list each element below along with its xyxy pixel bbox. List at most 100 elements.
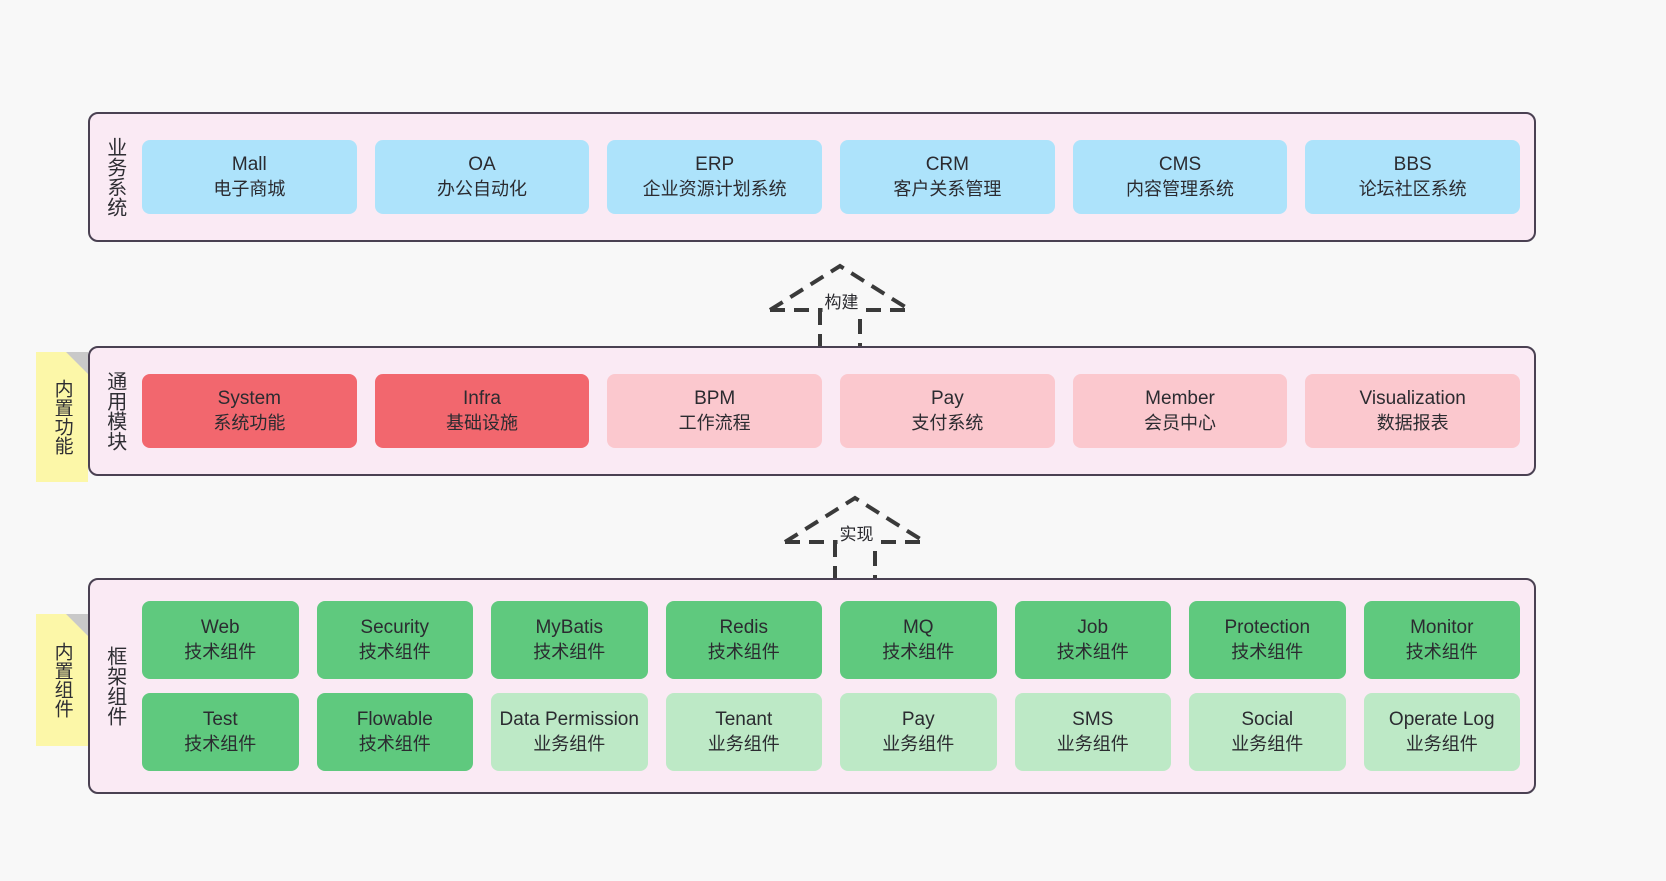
layer-row: System 系统功能 Infra 基础设施 BPM 工作流程 Pay 支付系统…: [142, 374, 1521, 448]
layer-row: Web 技术组件 Security 技术组件 MyBatis 技术组件 Redi…: [142, 601, 1520, 679]
module-title: Pay: [930, 387, 964, 409]
layer-body-business-system: Mall 电子商城 OA 办公自动化 ERP 企业资源计划系统 CRM 客户关系…: [138, 114, 1534, 240]
connector-label-implement: 实现: [837, 520, 876, 545]
module-card-system[interactable]: System 系统功能: [142, 374, 357, 448]
note-text: 内置功能: [51, 379, 73, 455]
module-subtitle: 业务组件: [1056, 733, 1129, 754]
module-subtitle: 客户关系管理: [893, 178, 1002, 199]
note-text: 内置组件: [51, 642, 73, 718]
module-subtitle: 技术组件: [358, 641, 431, 662]
module-title: Job: [1077, 616, 1109, 638]
module-card-flowable[interactable]: Flowable 技术组件: [316, 693, 473, 771]
module-card-web[interactable]: Web 技术组件: [142, 601, 299, 679]
layer-common-module[interactable]: 通用模块 System 系统功能 Infra 基础设施 BPM 工作流程 Pay…: [88, 346, 1536, 476]
module-card-security[interactable]: Security 技术组件: [316, 601, 473, 679]
module-subtitle: 数据报表: [1376, 412, 1449, 433]
layer-title-business-system: 业务系统: [103, 137, 126, 217]
module-title: Visualization: [1359, 387, 1466, 409]
module-card-operate-log[interactable]: Operate Log 业务组件: [1363, 693, 1520, 771]
module-subtitle: 基础设施: [446, 412, 518, 433]
module-subtitle: 系统功能: [213, 412, 286, 433]
module-subtitle: 业务组件: [1231, 733, 1304, 754]
module-title: Social: [1241, 708, 1294, 730]
module-title: Tenant: [715, 708, 773, 730]
module-card-crm[interactable]: CRM 客户关系管理: [840, 140, 1055, 214]
module-subtitle: 技术组件: [358, 733, 431, 754]
layer-body-common-module: System 系统功能 Infra 基础设施 BPM 工作流程 Pay 支付系统…: [138, 348, 1534, 474]
module-subtitle: 电子商城: [213, 178, 286, 199]
module-card-mybatis[interactable]: MyBatis 技术组件: [491, 601, 648, 679]
module-subtitle: 内容管理系统: [1126, 178, 1235, 199]
module-card-tenant[interactable]: Tenant 业务组件: [665, 693, 822, 771]
module-title: Operate Log: [1388, 708, 1495, 730]
module-subtitle: 办公自动化: [437, 178, 527, 199]
module-title: BBS: [1393, 153, 1432, 175]
module-title: Data Permission: [499, 708, 639, 730]
layer-title-framework-component: 框架组件: [103, 646, 126, 726]
module-title: MQ: [902, 616, 934, 638]
module-card-bbs[interactable]: BBS 论坛社区系统: [1305, 140, 1521, 214]
module-title: Infra: [462, 387, 502, 409]
module-card-member[interactable]: Member 会员中心: [1072, 374, 1288, 448]
module-title: Redis: [719, 616, 769, 638]
module-subtitle: 技术组件: [184, 641, 257, 662]
layer-framework-component[interactable]: 框架组件 Web 技术组件 Security 技术组件 MyBatis 技术组件…: [88, 578, 1536, 794]
module-card-cms[interactable]: CMS 内容管理系统: [1072, 140, 1288, 214]
layer-body-framework-component: Web 技术组件 Security 技术组件 MyBatis 技术组件 Redi…: [138, 580, 1534, 792]
module-card-bpm[interactable]: BPM 工作流程: [607, 374, 823, 448]
module-subtitle: 技术组件: [707, 641, 780, 662]
module-title: CRM: [925, 153, 969, 175]
module-card-erp[interactable]: ERP 企业资源计划系统: [607, 140, 823, 214]
module-title: Member: [1145, 387, 1215, 409]
module-subtitle: 技术组件: [1405, 641, 1478, 662]
module-title: SMS: [1072, 708, 1114, 730]
module-subtitle: 业务组件: [882, 733, 955, 754]
module-title: Monitor: [1410, 616, 1474, 638]
module-card-mq[interactable]: MQ 技术组件: [840, 601, 997, 679]
module-card-data-permission[interactable]: Data Permission 业务组件: [491, 693, 648, 771]
module-card-mall[interactable]: Mall 电子商城: [142, 140, 357, 214]
connector-label-build: 构建: [822, 288, 861, 313]
module-title: BPM: [694, 387, 736, 409]
module-subtitle: 技术组件: [1056, 641, 1129, 662]
module-title: Pay: [901, 708, 935, 730]
module-subtitle: 技术组件: [184, 733, 257, 754]
module-subtitle: 业务组件: [1405, 733, 1478, 754]
note-builtin-function[interactable]: 内置功能: [36, 352, 88, 482]
module-card-pay[interactable]: Pay 支付系统: [840, 374, 1055, 448]
module-title: CMS: [1158, 153, 1202, 175]
module-subtitle: 技术组件: [882, 641, 955, 662]
module-title: Test: [202, 708, 238, 730]
module-card-pay-business[interactable]: Pay 业务组件: [840, 693, 997, 771]
module-title: Security: [360, 616, 430, 638]
module-card-test[interactable]: Test 技术组件: [142, 693, 299, 771]
module-subtitle: 技术组件: [533, 641, 606, 662]
module-subtitle: 支付系统: [911, 412, 984, 433]
module-title: System: [217, 387, 282, 409]
module-subtitle: 企业资源计划系统: [642, 178, 787, 199]
layer-row: Test 技术组件 Flowable 技术组件 Data Permission …: [142, 693, 1520, 771]
module-title: OA: [468, 153, 496, 175]
module-title: MyBatis: [535, 616, 604, 638]
module-subtitle: 业务组件: [707, 733, 780, 754]
module-card-protection[interactable]: Protection 技术组件: [1189, 601, 1346, 679]
module-card-monitor[interactable]: Monitor 技术组件: [1363, 601, 1520, 679]
note-fold-corner-icon: [66, 352, 88, 374]
connector-implement: 实现: [775, 490, 935, 586]
layer-business-system[interactable]: 业务系统 Mall 电子商城 OA 办公自动化 ERP 企业资源计划系统 CRM…: [88, 112, 1536, 242]
module-card-oa[interactable]: OA 办公自动化: [374, 140, 590, 214]
module-card-job[interactable]: Job 技术组件: [1014, 601, 1171, 679]
module-card-visualization[interactable]: Visualization 数据报表: [1305, 374, 1521, 448]
module-title: Protection: [1224, 616, 1311, 638]
layer-title-common-module: 通用模块: [103, 371, 126, 451]
module-card-redis[interactable]: Redis 技术组件: [665, 601, 822, 679]
module-card-sms[interactable]: SMS 业务组件: [1014, 693, 1171, 771]
module-card-social[interactable]: Social 业务组件: [1189, 693, 1346, 771]
module-subtitle: 会员中心: [1144, 412, 1217, 433]
module-card-infra[interactable]: Infra 基础设施: [374, 374, 590, 448]
layer-row: Mall 电子商城 OA 办公自动化 ERP 企业资源计划系统 CRM 客户关系…: [142, 140, 1521, 214]
note-fold-corner-icon: [66, 614, 88, 636]
module-subtitle: 论坛社区系统: [1358, 178, 1467, 199]
note-builtin-component[interactable]: 内置组件: [36, 614, 88, 746]
